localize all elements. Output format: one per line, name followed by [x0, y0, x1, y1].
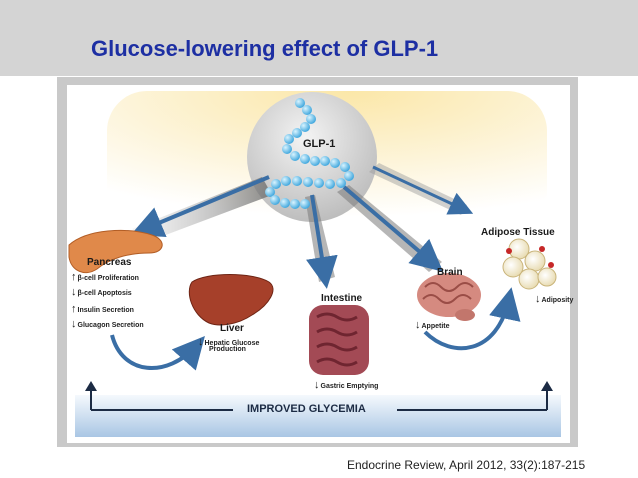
arrow-to-adipose	[372, 165, 474, 215]
pancreas-effect-3: ↑Insulin Secretion	[71, 303, 134, 315]
arrow-to-intestine	[306, 194, 338, 289]
brain-label: Brain	[437, 267, 463, 278]
glp1-effects-diagram: GLP-1 Pancreas ↑β-cell Proliferation ↓β-…	[57, 77, 578, 447]
citation: Endocrine Review, April 2012, 33(2):187-…	[347, 458, 586, 472]
liver-illustration	[188, 274, 274, 326]
adipose-label: Adipose Tissue	[481, 227, 555, 238]
pancreas-illustration	[68, 229, 163, 273]
diagram-artwork	[67, 85, 570, 443]
pancreas-to-liver-arrow	[110, 334, 205, 371]
brain-to-adipose-arrow	[423, 287, 521, 351]
intestine-illustration	[309, 305, 369, 375]
liver-effect: ↓Hepatic Glucose	[198, 336, 260, 348]
slide-title: Glucose-lowering effect of GLP-1	[91, 36, 439, 61]
banner-up-arrowhead-right	[541, 381, 553, 391]
liver-label: Liver	[220, 323, 244, 334]
arrow-to-pancreas	[130, 175, 270, 238]
glp1-label: GLP-1	[303, 138, 336, 150]
adipose-effect: ↓Adiposity	[535, 293, 574, 305]
brain-illustration	[417, 273, 481, 321]
intestine-label: Intestine	[321, 293, 363, 304]
pancreas-effect-4: ↓Glucagon Secretion	[71, 318, 144, 330]
title-band	[0, 0, 638, 76]
glycemia-banner	[75, 395, 561, 437]
outcome-label: IMPROVED GLYCEMIA	[247, 403, 366, 415]
intestine-effect: ↓Gastric Emptying	[314, 379, 379, 391]
banner-up-arrowhead-left	[85, 381, 97, 391]
pancreas-effect-2: ↓β-cell Apoptosis	[71, 286, 132, 298]
glp1-peptide-chain	[265, 98, 354, 209]
brain-effect: ↓Appetite	[415, 319, 450, 331]
liver-effect-line2: Production	[209, 346, 246, 353]
adipose-tissue-illustration	[502, 238, 557, 290]
pancreas-label: Pancreas	[87, 257, 132, 268]
pancreas-effect-1: ↑β-cell Proliferation	[71, 271, 139, 283]
beam-to-pancreas	[132, 177, 272, 242]
arrow-to-brain	[342, 185, 444, 272]
